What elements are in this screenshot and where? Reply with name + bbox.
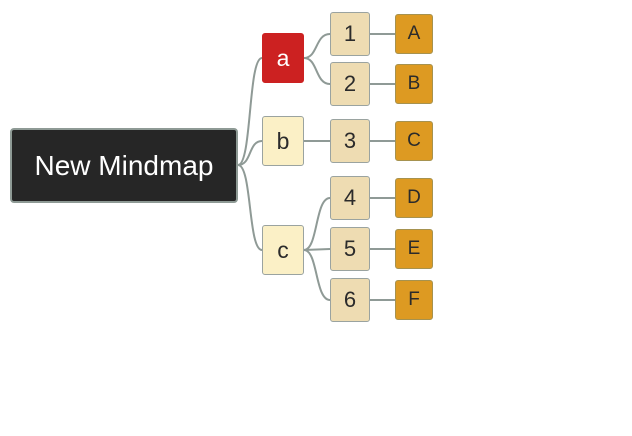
- child-node-6[interactable]: 6: [330, 278, 370, 322]
- branch-node-b[interactable]: b: [262, 116, 304, 166]
- leaf-node-f[interactable]: F: [395, 280, 433, 320]
- connector-c-5: [303, 248, 331, 251]
- connector-root-c: [237, 164, 263, 251]
- connector-root-b: [237, 140, 263, 166]
- connector-a-2: [303, 57, 331, 85]
- child-node-5[interactable]: 5: [330, 227, 370, 271]
- leaf-node-d[interactable]: D: [395, 178, 433, 218]
- root-node[interactable]: New Mindmap: [10, 128, 238, 203]
- leaf-node-c[interactable]: C: [395, 121, 433, 161]
- leaf-node-a[interactable]: A: [395, 14, 433, 54]
- child-node-1[interactable]: 1: [330, 12, 370, 56]
- connector-c-6: [303, 249, 331, 301]
- branch-node-c[interactable]: c: [262, 225, 304, 275]
- child-node-2[interactable]: 2: [330, 62, 370, 106]
- leaf-node-b[interactable]: B: [395, 64, 433, 104]
- connector-c-4: [303, 197, 331, 251]
- connector-root-a: [237, 57, 263, 166]
- branch-node-a[interactable]: a: [262, 33, 304, 83]
- child-node-4[interactable]: 4: [330, 176, 370, 220]
- child-node-3[interactable]: 3: [330, 119, 370, 163]
- connector-a-1: [303, 33, 331, 59]
- leaf-node-e[interactable]: E: [395, 229, 433, 269]
